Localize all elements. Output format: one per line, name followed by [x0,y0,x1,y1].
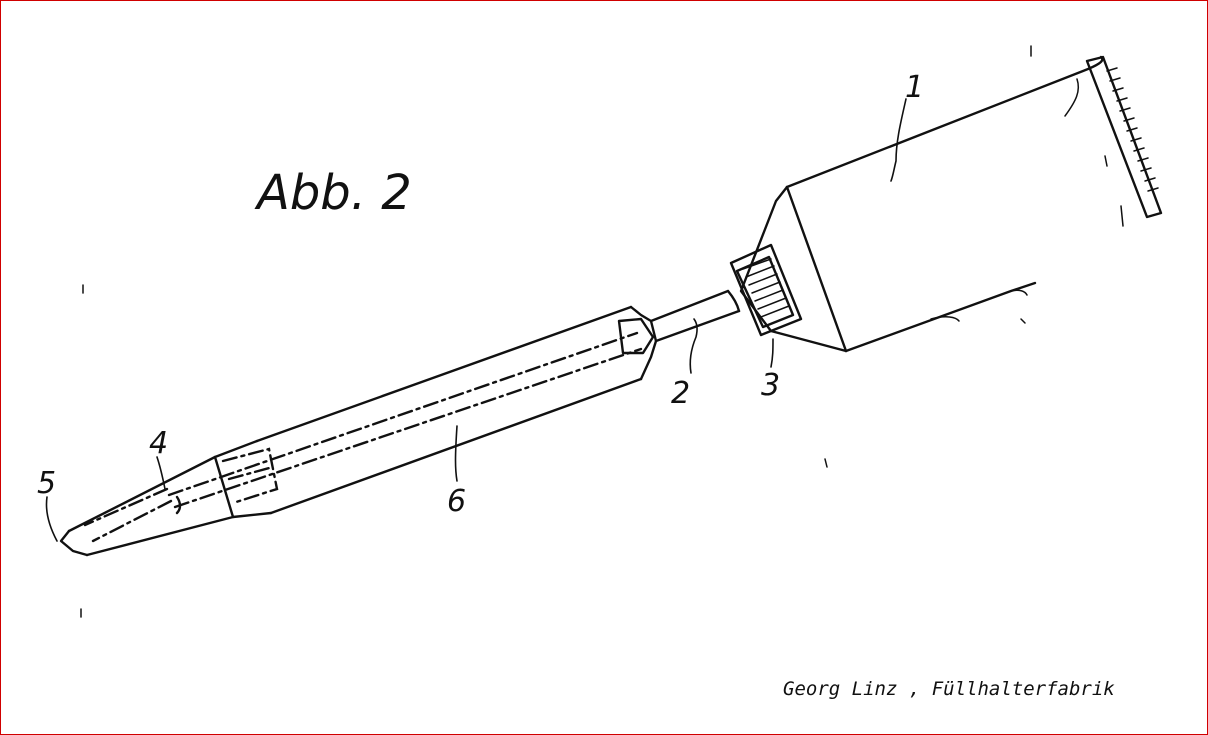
connecting-tube [649,289,741,343]
ref-label-5: 5 [37,466,56,501]
cap-nut [729,243,803,337]
scan-specks [80,45,1124,618]
leader-4 [156,456,166,490]
ref-label-4: 4 [149,426,168,461]
leader-1 [890,98,907,182]
leader-5 [45,496,58,542]
tube-crimp [1085,55,1163,219]
leader-3 [770,338,774,368]
writing-tip [59,455,235,557]
figure-title: Abb. 2 [254,165,412,221]
inner-channel [167,331,643,509]
leader-lines [45,98,907,542]
ref-label-3: 3 [761,368,780,403]
pen-barrel [213,305,658,519]
ref-label-6: 6 [447,484,466,519]
ref-label-1: 1 [905,70,924,105]
signature: Georg Linz , Füllhalterfabrik [783,678,1115,700]
ref-label-2: 2 [671,376,690,411]
leader-6 [454,425,458,482]
leader-2 [689,318,698,374]
